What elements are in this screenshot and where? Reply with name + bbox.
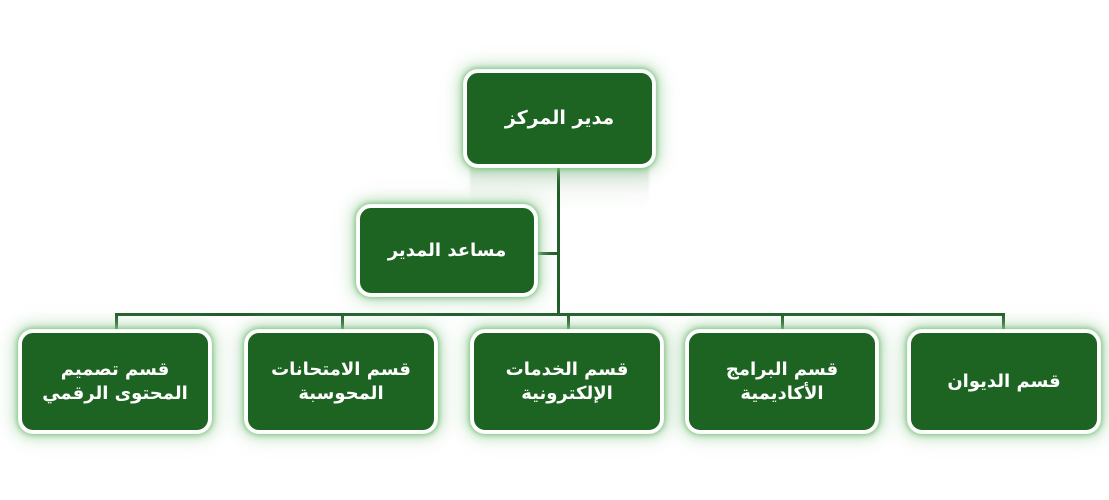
node-department-label: قسم الامتحانات المحوسبة <box>271 358 411 404</box>
node-department-label: قسم الخدمات الإلكترونية <box>505 358 629 404</box>
node-department-label: قسم البرامج الأكاديمية <box>725 358 839 404</box>
node-assistant-director[interactable]: مساعد المدير <box>357 205 537 296</box>
node-department-label: قسم الديوان <box>947 370 1061 392</box>
node-department-academic-programs[interactable]: قسم البرامج الأكاديمية <box>686 330 878 433</box>
connector-department-bus <box>115 313 1002 316</box>
connector-drop-department-2 <box>341 313 344 331</box>
node-center-director[interactable]: مدير المركز <box>464 70 655 167</box>
connector-drop-department-1 <box>115 313 118 331</box>
node-center-director-label: مدير المركز <box>504 106 615 129</box>
node-department-electronic-services[interactable]: قسم الخدمات الإلكترونية <box>471 330 663 433</box>
node-department-digital-content-design[interactable]: قسم تصميم المحتوى الرقمي <box>19 330 211 433</box>
connector-drop-department-3 <box>567 313 570 331</box>
connector-assistant-stub <box>537 252 558 255</box>
node-department-label: قسم تصميم المحتوى الرقمي <box>42 358 188 404</box>
connector-drop-department-5 <box>1002 313 1005 331</box>
connector-drop-department-4 <box>781 313 784 331</box>
connector-trunk-vertical <box>557 167 560 316</box>
node-assistant-director-label: مساعد المدير <box>387 239 507 261</box>
node-department-diwan[interactable]: قسم الديوان <box>908 330 1100 433</box>
node-department-computerized-exams[interactable]: قسم الامتحانات المحوسبة <box>245 330 437 433</box>
